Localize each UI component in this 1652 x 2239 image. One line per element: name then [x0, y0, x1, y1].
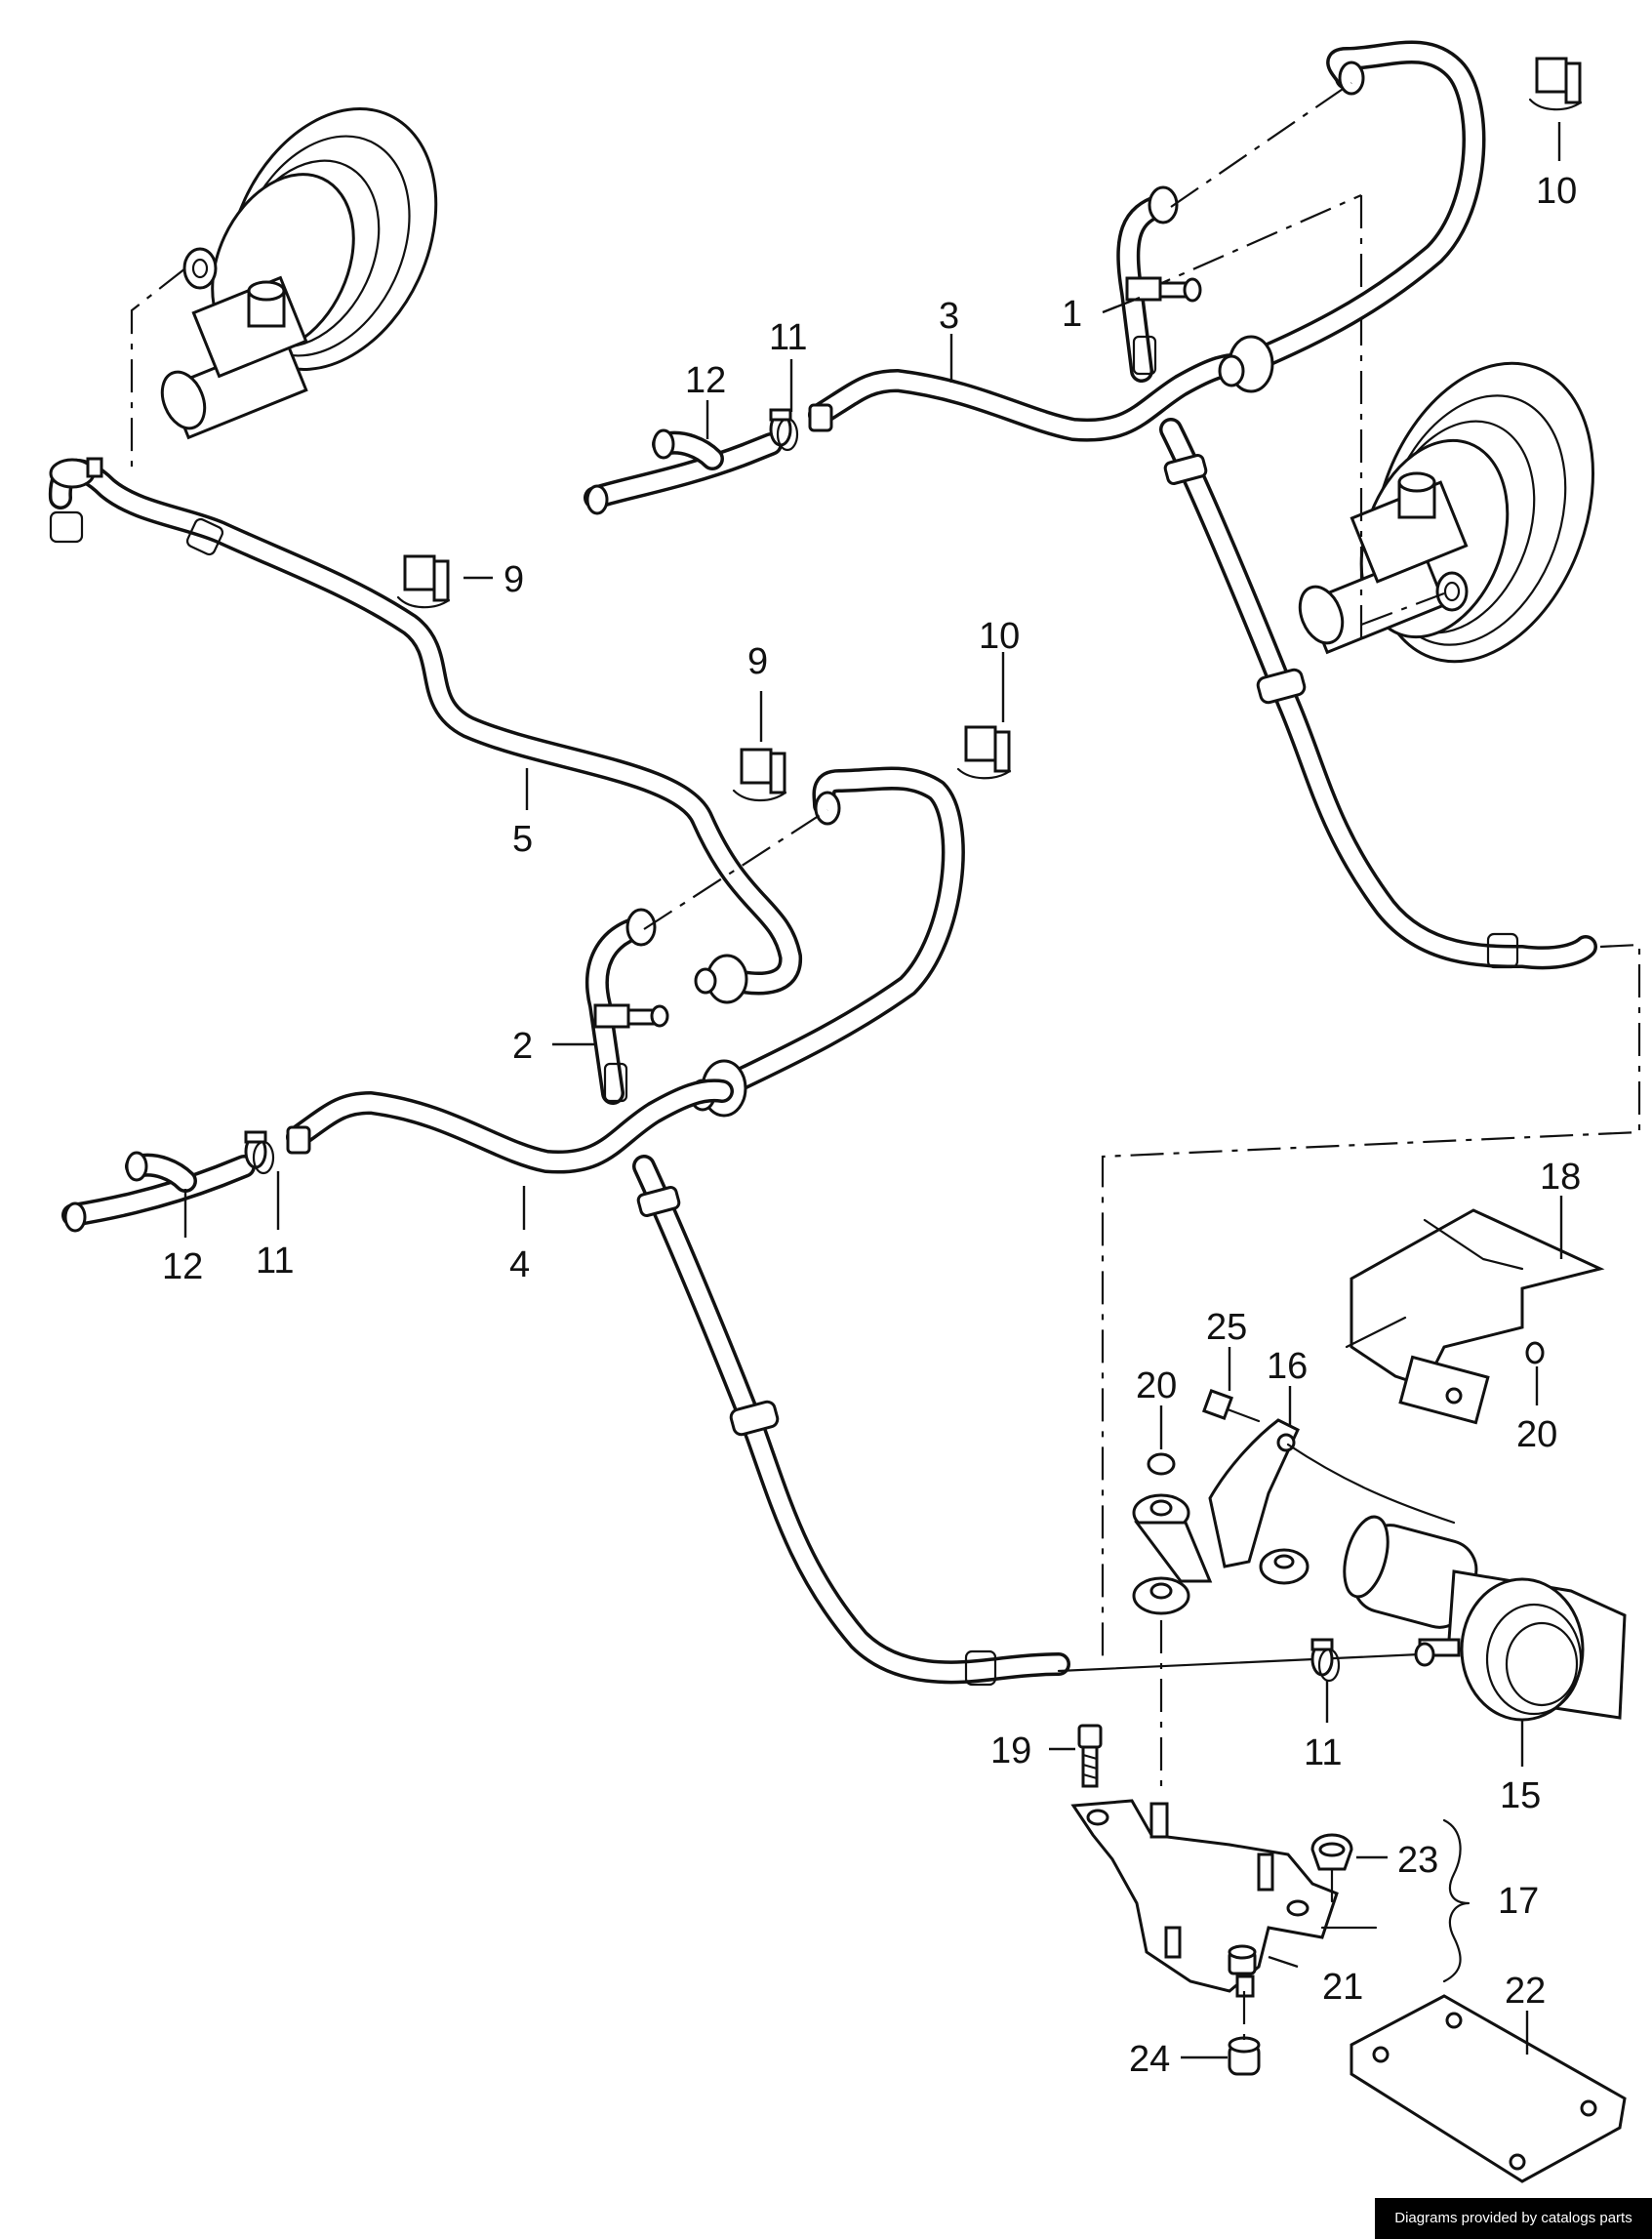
bracket-16: [1208, 1418, 1300, 1568]
right-long-hose: [1159, 418, 1597, 970]
clamp-10-lower: [956, 725, 1012, 780]
line-mount-23: [1320, 1867, 1378, 1930]
callout-11-upper: 11: [769, 317, 807, 358]
leader-lines: [183, 122, 1563, 2059]
nut-20-left: [1147, 1452, 1176, 1476]
guide-line-booster-port: [1360, 591, 1445, 627]
bracket-17: [1070, 1799, 1339, 1998]
hose-12-lower: [61, 1151, 256, 1233]
t-piece-2: [585, 908, 669, 1105]
callout-11-lower-left: 11: [256, 1241, 294, 1282]
bolt-25: [1201, 1388, 1261, 1423]
line-bracket-to-pump: [1286, 1443, 1456, 1525]
callout-11-pump: 11: [1304, 1732, 1342, 1773]
callout-12-upper: 12: [685, 360, 726, 401]
nut-20-right: [1525, 1341, 1545, 1364]
callout-15: 15: [1500, 1775, 1541, 1816]
callout-12-lower: 12: [162, 1246, 203, 1287]
callout-1: 1: [1062, 294, 1082, 335]
callout-4: 4: [509, 1244, 530, 1285]
clamp-11-pump: [1310, 1638, 1341, 1683]
plate-22: [1350, 1994, 1627, 2183]
callout-17: 17: [1498, 1881, 1539, 1922]
callout-25: 25: [1206, 1307, 1247, 1348]
upper-loop-hose: [1218, 40, 1486, 393]
guide-line-right-booster: [1139, 193, 1362, 295]
callout-10-upper: 10: [1536, 171, 1577, 212]
diagram-credit: Diagrams provided by catalogs parts: [1375, 2198, 1652, 2239]
hose-12-upper: [584, 428, 783, 515]
callout-3: 3: [939, 296, 959, 337]
callout-21: 21: [1322, 1967, 1363, 2008]
clamp-10-upper: [1528, 57, 1583, 111]
heat-shield-18: [1345, 1208, 1605, 1425]
brace-17: [1442, 1818, 1471, 1983]
callout-20-right: 20: [1516, 1414, 1557, 1455]
guide-line-upper-tpiece: [1170, 82, 1352, 208]
callout-9-lower: 9: [747, 641, 768, 682]
callout-2: 2: [512, 1026, 533, 1067]
clamp-11-lower-left: [244, 1130, 275, 1175]
brake-booster-right: [1298, 361, 1594, 664]
guide-line-right-hose-to-pump: [1101, 943, 1641, 1659]
clamp-9-lower: [732, 748, 787, 802]
lower-long-hose: [632, 1155, 1070, 1687]
callout-18: 18: [1540, 1157, 1581, 1198]
callout-22: 22: [1505, 1971, 1546, 2012]
callout-24: 24: [1129, 2039, 1170, 2080]
callout-labels: 1 2 3 4 5 9 9 10 10 11 11 11 12 12 15 16…: [162, 171, 1581, 2080]
clamp-9-upper: [396, 554, 451, 609]
t-piece-1: [1116, 185, 1202, 383]
mount-24: [1228, 2036, 1261, 2076]
guide-line-lower-tpiece: [643, 809, 828, 930]
brake-booster-left: [160, 107, 438, 440]
callout-5: 5: [512, 819, 533, 860]
clamp-11-upper: [769, 408, 799, 452]
callout-23: 23: [1397, 1840, 1438, 1881]
callout-10-lower: 10: [979, 616, 1020, 657]
bolt-19: [1077, 1724, 1103, 1788]
callout-16: 16: [1267, 1346, 1308, 1387]
line-hose-to-pump: [1057, 1652, 1422, 1673]
nut-21: [1228, 1944, 1257, 1975]
hose-3: [808, 352, 1261, 442]
rubber-mounts: [1132, 1493, 1310, 1615]
mount-23: [1310, 1833, 1353, 1871]
hose-4: [286, 1079, 734, 1174]
lower-loop-hose: [689, 766, 965, 1118]
vacuum-pump-15: [1343, 1515, 1627, 1722]
guide-line-left-booster: [130, 267, 186, 468]
callout-19: 19: [990, 1730, 1031, 1771]
hose-5: [48, 457, 802, 1004]
callout-20-left: 20: [1136, 1365, 1177, 1406]
callout-9-upper: 9: [504, 559, 524, 600]
